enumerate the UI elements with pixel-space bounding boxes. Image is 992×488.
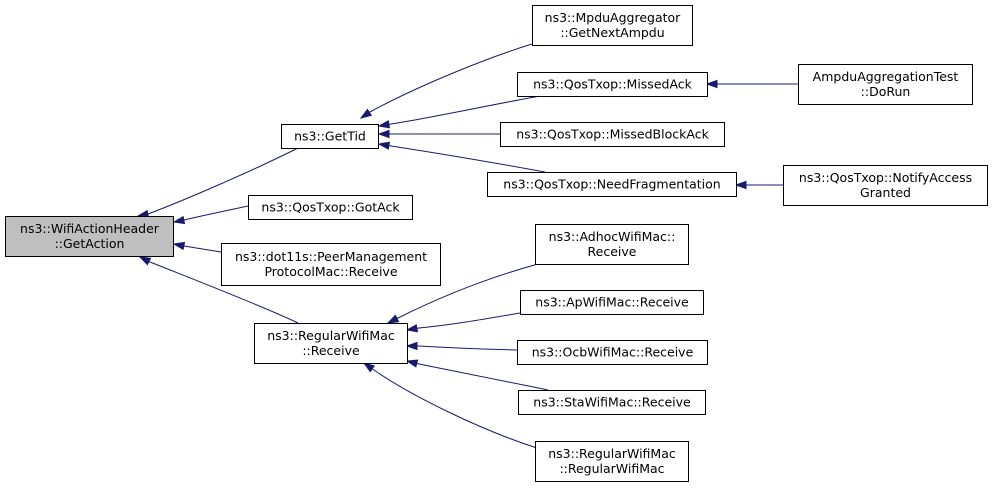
node-label-line: ns3::OcbWifiMac::Receive	[532, 345, 694, 360]
node-label-line: ::RegularWifiMac	[559, 461, 664, 476]
node-root[interactable]: ns3::WifiActionHeader::GetAction	[5, 216, 174, 257]
node-gotack[interactable]: ns3::QosTxop::GotAck	[248, 195, 413, 220]
node-box	[281, 124, 379, 149]
arrowhead-icon	[405, 359, 419, 368]
node-label-line: ns3::QosTxop::MissedBlockAck	[516, 127, 709, 142]
node-mpdu[interactable]: ns3::MpduAggregator::GetNextAmpdu	[532, 5, 693, 46]
node-regular[interactable]: ns3::RegularWifiMac::Receive	[254, 323, 408, 364]
edge-line	[137, 147, 299, 217]
node-label-line: ns3::AdhocWifiMac::	[549, 229, 676, 244]
node-box	[487, 172, 737, 197]
arrowhead-icon	[362, 362, 376, 373]
node-label-line: ns3::StaWifiMac::Receive	[533, 395, 691, 410]
node-label-line: ns3::QosTxop::GotAck	[261, 200, 400, 215]
node-label-line: Granted	[860, 185, 911, 200]
edge-adhoc-to-regular	[386, 263, 539, 324]
arrowhead-icon	[138, 256, 152, 266]
edge-missedack-to-gettid	[377, 95, 541, 129]
node-box	[518, 390, 706, 415]
nodes-layer: ns3::WifiActionHeader::GetAction ns3::Get…	[5, 5, 988, 482]
edge-regctor-to-regular	[362, 362, 541, 450]
edge-line	[378, 143, 546, 173]
edge-missedblock-to-gettid	[377, 129, 500, 139]
node-label-line: ns3::WifiActionHeader	[20, 221, 160, 236]
arrowhead-icon	[386, 314, 400, 324]
node-apwifi[interactable]: ns3::ApWifiMac::Receive	[520, 290, 704, 315]
arrowhead-icon	[405, 324, 419, 333]
node-label-line: Receive	[588, 244, 637, 259]
node-adhoc[interactable]: ns3::AdhocWifiMac::Receive	[535, 224, 689, 265]
edges-layer	[136, 43, 798, 450]
edge-line	[378, 95, 541, 127]
node-regctor[interactable]: ns3::RegularWifiMac::RegularWifiMac	[535, 441, 689, 482]
node-box	[535, 441, 689, 482]
edge-ampdutest-to-missedack	[705, 79, 798, 89]
edge-line	[387, 263, 539, 324]
edge-sta-to-regular	[405, 359, 549, 391]
arrowhead-icon	[734, 180, 747, 190]
edge-line	[407, 345, 518, 351]
node-label-line: ::DoRun	[861, 84, 911, 99]
node-missedack[interactable]: ns3::QosTxop::MissedAck	[517, 72, 708, 97]
edge-gotack-to-root	[172, 205, 249, 225]
edge-needfrag-to-gettid	[377, 141, 546, 173]
node-box	[517, 340, 708, 365]
edge-notify-to-needfrag	[734, 180, 784, 190]
edge-regular-to-root	[138, 256, 299, 324]
edge-mpdu-to-gettid	[359, 43, 533, 119]
node-box	[254, 323, 408, 364]
node-label-line: ns3::QosTxop::NotifyAccess	[799, 170, 972, 185]
node-label-line: ns3::MpduAggregator	[545, 10, 682, 25]
node-box	[783, 165, 988, 206]
node-label-line: ns3::RegularWifiMac	[267, 328, 395, 343]
node-label-line: ns3::RegularWifiMac	[548, 446, 676, 461]
node-box	[535, 224, 689, 265]
arrowhead-icon	[377, 120, 391, 129]
edge-peermgmt-to-root	[172, 241, 222, 253]
edge-line	[139, 256, 299, 324]
arrowhead-icon	[172, 215, 186, 225]
node-label-line: ns3::QosTxop::MissedAck	[533, 77, 693, 92]
node-peermgmt[interactable]: ns3::dot11s::PeerManagementProtocolMac::…	[221, 243, 441, 286]
node-label-line: ns3::GetTid	[294, 129, 366, 144]
node-box	[248, 195, 413, 220]
arrowhead-icon	[405, 341, 418, 351]
node-label-line: ProtocolMac::Receive	[264, 264, 397, 279]
node-missedblock[interactable]: ns3::QosTxop::MissedBlockAck	[500, 122, 725, 147]
node-box	[798, 64, 973, 105]
node-label-line: ns3::ApWifiMac::Receive	[535, 295, 689, 310]
arrowhead-icon	[377, 141, 391, 150]
node-box	[520, 290, 704, 315]
arrowhead-icon	[705, 79, 718, 89]
node-ocb[interactable]: ns3::OcbWifiMac::Receive	[517, 340, 708, 365]
node-sta[interactable]: ns3::StaWifiMac::Receive	[518, 390, 706, 415]
edge-line	[173, 205, 249, 223]
edge-line	[406, 312, 521, 331]
node-ampdutest[interactable]: AmpduAggregationTest::DoRun	[798, 64, 973, 105]
node-box	[500, 122, 725, 147]
arrowhead-icon	[377, 129, 390, 139]
node-label-line: ns3::dot11s::PeerManagement	[235, 249, 427, 264]
edge-ocb-to-regular	[405, 341, 518, 351]
node-box	[221, 243, 441, 286]
node-label-line: ::GetNextAmpdu	[560, 25, 664, 40]
node-gettid[interactable]: ns3::GetTid	[281, 124, 379, 149]
edge-line	[363, 362, 541, 450]
node-box	[517, 72, 708, 97]
edge-line	[360, 43, 533, 119]
edge-line	[406, 360, 549, 391]
node-box	[5, 216, 174, 257]
node-box	[532, 5, 693, 46]
node-label-line: ::Receive	[302, 343, 360, 358]
node-label-line: ::GetAction	[55, 236, 125, 251]
arrowhead-icon	[359, 108, 373, 119]
node-label-line: ns3::QosTxop::NeedFragmentation	[503, 177, 720, 192]
edge-apwifi-to-regular	[405, 312, 521, 333]
arrowhead-icon	[172, 241, 186, 251]
node-needfrag[interactable]: ns3::QosTxop::NeedFragmentation	[487, 172, 737, 197]
node-label-line: AmpduAggregationTest	[813, 69, 959, 84]
